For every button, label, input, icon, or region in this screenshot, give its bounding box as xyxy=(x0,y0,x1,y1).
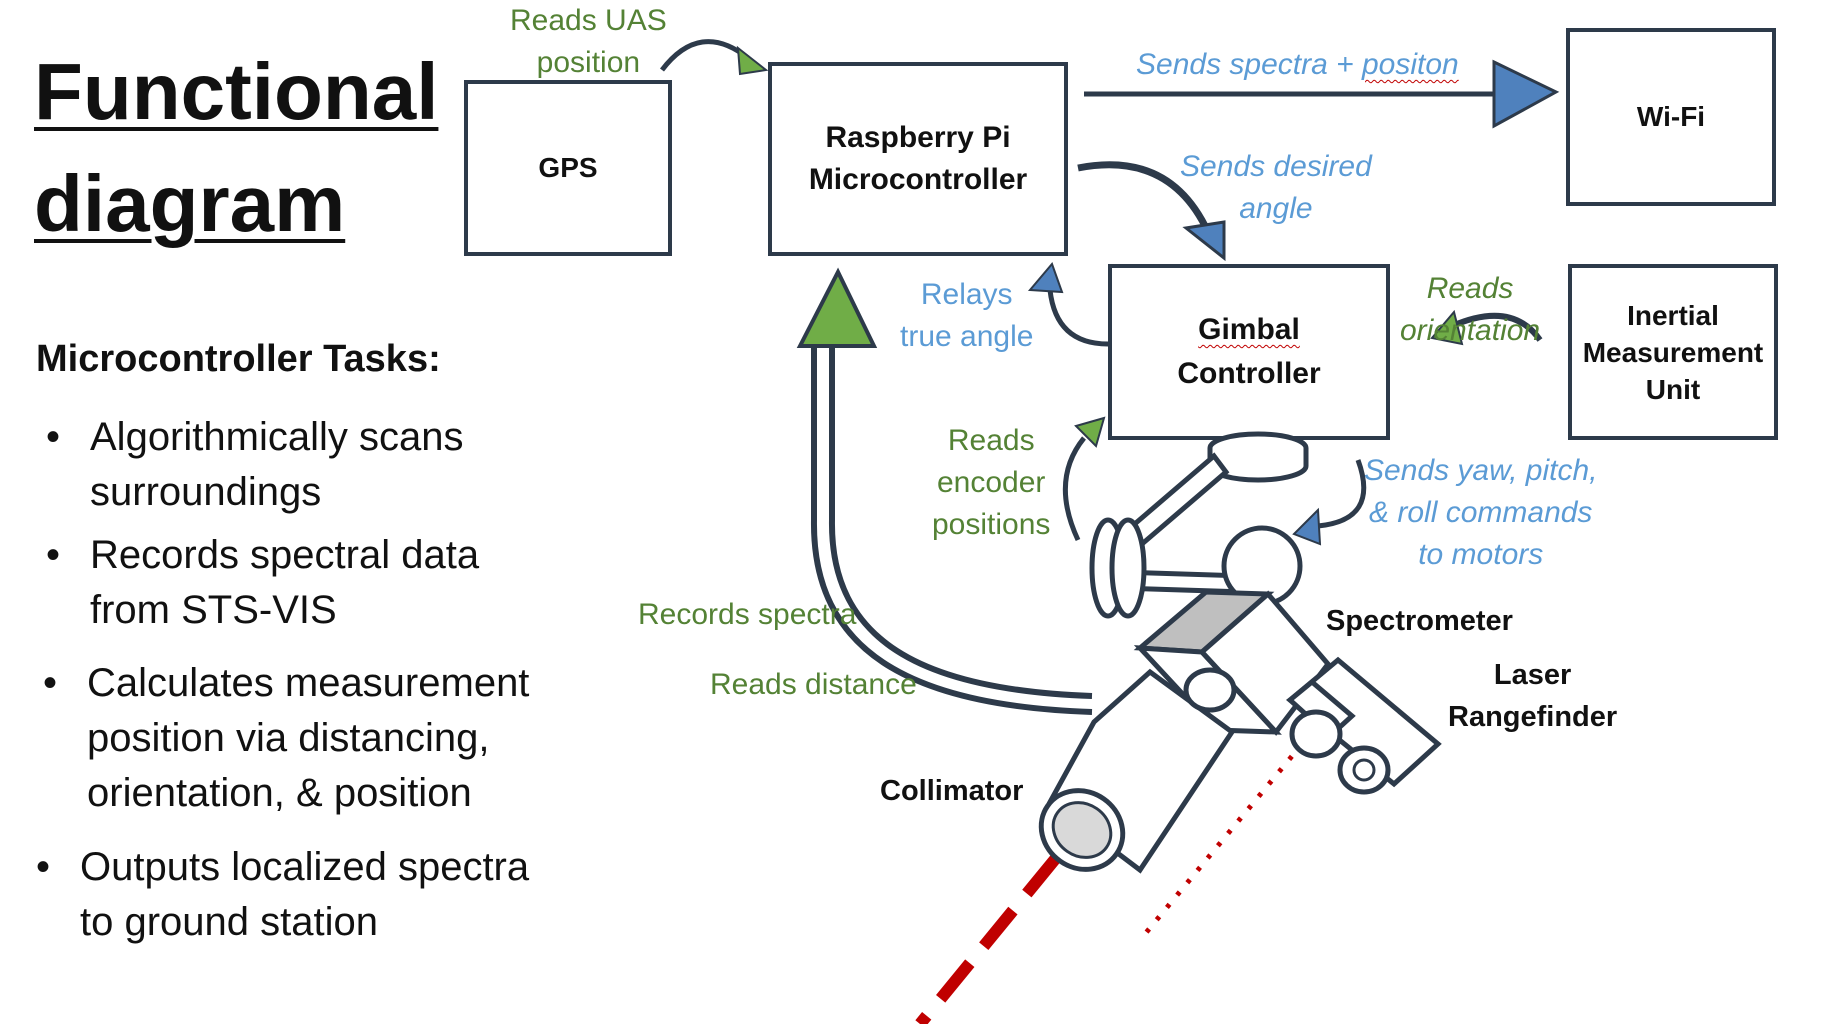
label-line: Reads xyxy=(1426,272,1514,305)
roll-motor xyxy=(1089,517,1147,619)
label-line: true angle xyxy=(900,320,1034,353)
blue-arrowhead xyxy=(1492,59,1560,129)
task-line: Algorithmically scans xyxy=(90,415,464,459)
imu-to-gimbal-connector xyxy=(1450,312,1543,342)
task-line: Calculates measurement xyxy=(87,661,530,705)
rangefinder-lens-1 xyxy=(1289,709,1343,759)
label-line: Laser xyxy=(1493,659,1572,691)
rangefinder-body xyxy=(1286,656,1442,795)
task-line: Records spectral data xyxy=(90,533,480,577)
task-item: • Calculates measurement position via di… xyxy=(43,656,530,821)
pi-line-2: Microcontroller xyxy=(808,163,1028,196)
wifi-label: Wi-Fi xyxy=(1636,101,1706,132)
reads-uas-label: Reads UAS position xyxy=(510,0,667,84)
task-item: • Outputs localized spectra to ground st… xyxy=(36,840,530,950)
label-line: orientation xyxy=(1400,314,1541,347)
collimator-label: Collimator xyxy=(880,775,1024,807)
task-line: position via distancing, xyxy=(87,716,490,760)
collimator-beam xyxy=(915,854,1061,1024)
label-line: angle xyxy=(1239,192,1313,225)
roll-motor-back xyxy=(1109,517,1147,619)
label-line: Reads xyxy=(947,424,1035,457)
gimbal-to-pi-connector xyxy=(1047,289,1109,347)
title-line-2: diagram xyxy=(34,159,346,248)
green-arrowhead xyxy=(736,45,769,76)
task-item: • Records spectral data from STS-VIS xyxy=(46,528,480,638)
bullet: • xyxy=(46,533,61,577)
label-line: position xyxy=(536,46,641,79)
task-line: to ground station xyxy=(80,900,378,944)
sensor-to-pi-connector xyxy=(810,340,1093,715)
label-line: Sends yaw, pitch, xyxy=(1364,454,1598,487)
laser-beam xyxy=(1138,742,1304,942)
task-line: orientation, & position xyxy=(87,771,472,815)
label-line: Reads UAS xyxy=(510,4,667,37)
bullet: • xyxy=(46,415,61,459)
encoder-to-gimbal-connector xyxy=(1062,436,1086,542)
green-arrowhead xyxy=(1430,309,1464,346)
spectrometer-label: Spectrometer xyxy=(1326,605,1513,637)
blue-arrowhead xyxy=(1182,220,1226,262)
task-line: surroundings xyxy=(90,470,322,514)
label-line: positions xyxy=(932,508,1051,541)
reads-distance-label: Reads distance xyxy=(710,668,917,701)
rangefinder-lens-inner xyxy=(1352,758,1376,782)
relays-label: Relays true angle xyxy=(900,274,1033,358)
label-line: Sends desired xyxy=(1180,150,1372,183)
label-text: Sends spectra + xyxy=(1136,48,1362,81)
gimbal-controller-box: Gimbal Controller xyxy=(1108,264,1390,440)
pi-to-gimbal-connector xyxy=(1077,161,1212,234)
title-line-1: Functional xyxy=(34,47,439,136)
collimator-tube xyxy=(1038,667,1237,874)
sends-spectra-label: Sends spectra + positon xyxy=(1136,44,1459,86)
label-line: & roll commands xyxy=(1369,496,1593,529)
sensor-to-pi-connector xyxy=(828,340,1093,699)
gps-box: GPS xyxy=(464,80,672,256)
task-line: Outputs localized spectra xyxy=(80,845,530,889)
pi-line-1: Raspberry Pi xyxy=(825,121,1011,154)
gimbal-line-2: Controller xyxy=(1177,357,1321,390)
green-arrowhead xyxy=(796,267,878,348)
wifi-box: Wi-Fi xyxy=(1566,28,1776,206)
blue-arrowhead xyxy=(1292,507,1322,546)
collimator-lens-inner xyxy=(1051,801,1113,859)
page-title: Functional diagram xyxy=(34,36,438,260)
label-line: to motors xyxy=(1418,538,1544,571)
gimbal-line-1: Gimbal xyxy=(1198,313,1300,346)
green-arrowhead xyxy=(1074,416,1106,448)
label-line: Rangefinder xyxy=(1448,701,1618,733)
imu-box: Inertial Measurement Unit xyxy=(1568,264,1778,440)
bullet: • xyxy=(43,661,58,705)
raspberry-pi-box: Raspberry Pi Microcontroller xyxy=(768,62,1068,256)
reads-orientation-label: Reads orientation xyxy=(1400,268,1540,352)
reads-encoder-label: Reads encoder positions xyxy=(932,420,1050,546)
task-line: from STS-VIS xyxy=(90,588,337,632)
bullet: • xyxy=(36,845,51,889)
label-line: Relays xyxy=(920,278,1013,311)
sends-angle-label: Sends desired angle xyxy=(1180,146,1372,230)
label-text: positon xyxy=(1361,48,1459,81)
laser-rangefinder-label: Laser Rangefinder xyxy=(1448,654,1617,738)
task-item: • Algorithmically scans surroundings xyxy=(46,410,464,520)
imu-line-3: Unit xyxy=(1645,373,1701,405)
gimbal-to-motors-connector xyxy=(1317,459,1367,529)
collimator-cap xyxy=(1183,667,1237,713)
label-line: encoder xyxy=(936,466,1046,499)
gimbal-mount xyxy=(1207,431,1309,483)
imu-line-2: Measurement xyxy=(1582,336,1764,368)
records-spectra-label: Records spectra xyxy=(638,598,857,631)
blue-arrowhead xyxy=(1027,262,1064,294)
gps-to-pi-connector xyxy=(660,39,750,72)
gps-label: GPS xyxy=(538,152,598,183)
imu-line-1: Inertial xyxy=(1627,299,1719,331)
tasks-heading: Microcontroller Tasks: xyxy=(36,338,441,380)
sends-yaw-label: Sends yaw, pitch, & roll commands to mot… xyxy=(1364,450,1597,576)
